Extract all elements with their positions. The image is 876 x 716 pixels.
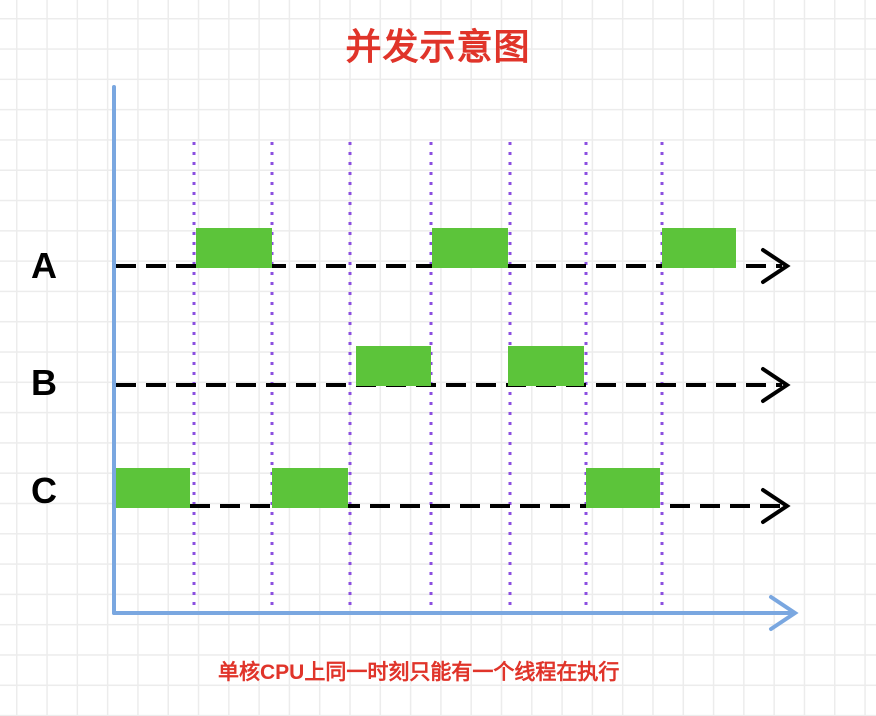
active-blocks — [114, 228, 736, 508]
axes — [112, 85, 799, 631]
thread-timelines — [116, 264, 782, 508]
time-slice-dividers — [192, 142, 664, 612]
thread-c-block-3 — [586, 468, 660, 508]
arrow-right-icon — [761, 488, 791, 524]
thread-a-block-2 — [432, 228, 508, 268]
arrow-right-icon — [769, 595, 799, 631]
arrow-right-icon — [761, 367, 791, 403]
thread-b-block-1 — [356, 346, 431, 386]
diagram-caption: 单核CPU上同一时刻只能有一个线程在执行 — [218, 661, 620, 684]
thread-arrows — [761, 248, 791, 524]
thread-c-block-1 — [114, 468, 190, 508]
thread-a-block-1 — [196, 228, 272, 268]
thread-label-b: B — [31, 362, 57, 403]
arrow-right-icon — [761, 248, 791, 284]
thread-label-c: C — [31, 470, 57, 511]
thread-a-block-3 — [662, 228, 736, 268]
thread-label-a: A — [31, 245, 57, 286]
thread-b-block-2 — [508, 346, 584, 386]
thread-c-block-2 — [272, 468, 348, 508]
diagram-title: 并发示意图 — [345, 26, 531, 67]
